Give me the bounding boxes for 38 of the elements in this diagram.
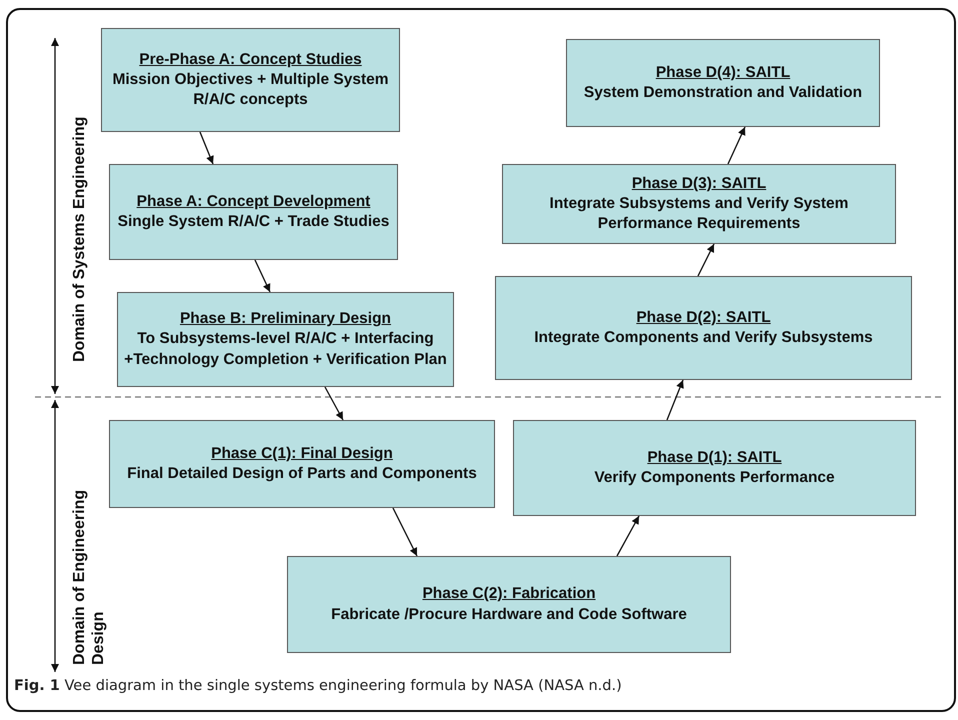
- phase-description: To Subsystems-level R/A/C + Interfacing +Technology Completion + Verification Plan: [123, 329, 448, 370]
- arrow: [616, 516, 640, 556]
- phase-description: System Demonstration and Validation: [584, 83, 862, 103]
- phase-description: Final Detailed Design of Parts and Components: [127, 464, 477, 484]
- phase-box: [566, 39, 880, 127]
- phase-box: [109, 420, 495, 508]
- phase-heading: Phase C(2): Fabrication: [422, 584, 596, 604]
- domain-label: Domain of Engineering Design: [70, 488, 108, 665]
- arrow: [324, 386, 344, 420]
- phase-description: Single System R/A/C + Trade Studies: [118, 212, 390, 232]
- phase-description: Integrate Subsystems and Verify System Performance Requirements: [548, 194, 850, 234]
- phase-description: Mission Objectives + Multiple System R/A/C concepts: [111, 70, 390, 110]
- phase-box: [513, 420, 916, 516]
- figure-caption: Fig. 1 Vee diagram in the single systems engineering formula by NASA (NASA n.d.): [14, 678, 622, 694]
- arrow: [697, 244, 715, 276]
- phase-description: Fabricate /Procure Hardware and Code Software: [331, 604, 687, 624]
- arrow: [254, 260, 271, 292]
- phase-heading: Phase C(1): Final Design: [211, 444, 393, 464]
- arrow: [199, 132, 214, 164]
- phase-heading: Phase D(3): SAITL: [632, 174, 766, 194]
- phase-heading: Phase D(2): SAITL: [636, 308, 771, 328]
- arrow: [666, 380, 684, 420]
- phase-description: Verify Components Performance: [594, 468, 835, 488]
- phase-box: [117, 292, 454, 387]
- phase-box: [495, 276, 912, 380]
- arrow: [727, 126, 746, 164]
- phase-heading: Phase A: Concept Development: [136, 192, 370, 212]
- phase-heading: Phase D(4): SAITL: [656, 62, 790, 83]
- phase-heading: Phase D(1): SAITL: [647, 448, 782, 468]
- arrow: [392, 508, 418, 556]
- phase-box: [287, 556, 731, 653]
- phase-heading: Pre-Phase A: Concept Studies: [139, 50, 362, 70]
- phase-box: [109, 164, 398, 260]
- phase-heading: Phase B: Preliminary Design: [180, 309, 392, 330]
- phase-description: Integrate Components and Verify Subsystems: [534, 328, 873, 348]
- phase-box: [502, 164, 896, 244]
- phase-box: [101, 28, 400, 132]
- domain-label: Domain of Systems Engineering: [70, 116, 89, 362]
